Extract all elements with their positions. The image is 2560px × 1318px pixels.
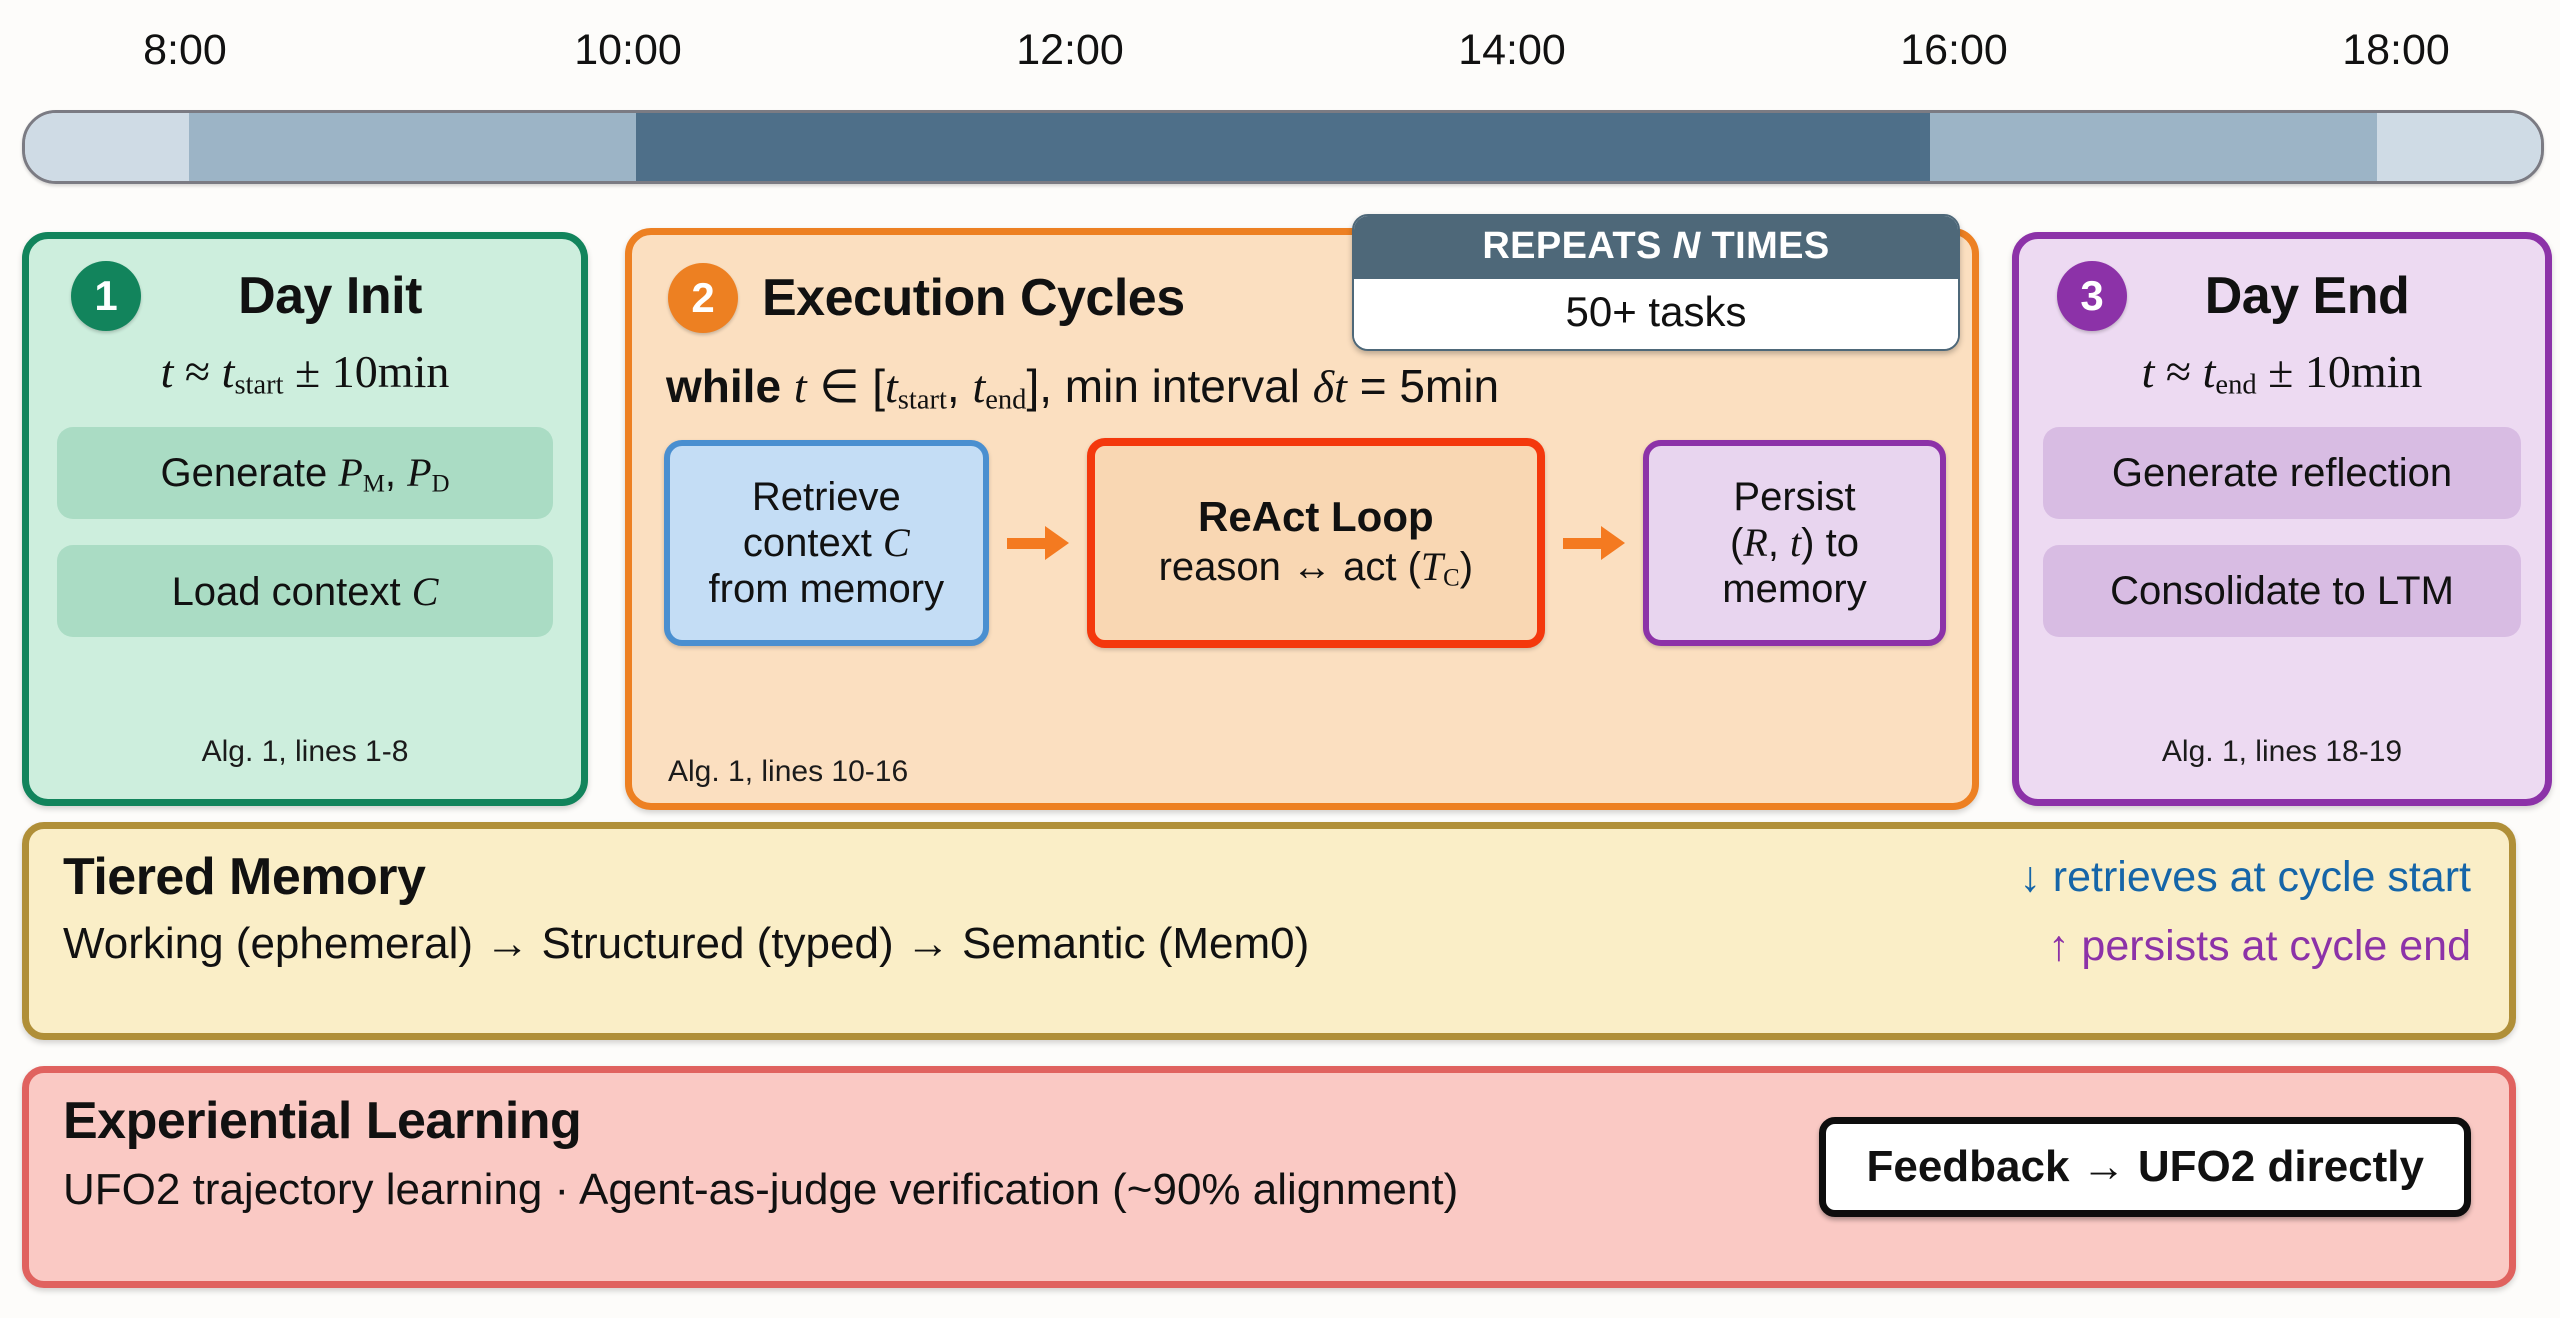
card-header: 3 Day End (2043, 261, 2521, 331)
repeats-badge-title: REPEATS N TIMES (1354, 216, 1958, 279)
flow-box-line: ReAct Loop (1197, 493, 1434, 541)
flow-box-persist-to-memory[interactable]: Persist (R, t) to memory (1643, 440, 1947, 647)
timeline-axis: 8:00 10:00 12:00 14:00 16:00 18:00 (0, 26, 2560, 86)
timeline-segment-ramp-down (1929, 113, 2378, 181)
flow-box-line: Persist (1733, 474, 1856, 519)
repeats-badge-value: 50+ tasks (1354, 279, 1958, 349)
tiered-memory-tiers: Working (ephemeral) → Structured (typed)… (63, 919, 1310, 968)
flow-box-line: memory (1722, 567, 1867, 612)
timeline-tick: 8:00 (143, 26, 227, 74)
flow-box-line: context C (742, 520, 910, 566)
execution-while-condition: while t ∈ [tstart, tend], min interval δ… (666, 360, 1500, 416)
tiered-memory-band: Tiered Memory Working (ephemeral) → Stru… (22, 822, 2516, 1040)
execution-flow: Retrieve context C from memory ReAct Loo… (658, 438, 1947, 649)
timeline-tick: 18:00 (2342, 26, 2450, 74)
flow-box-line: (R, t) to (1730, 520, 1859, 566)
memory-note-retrieve: ↓ retrieves at cycle start (2019, 853, 2471, 901)
step-number-badge: 3 (2057, 261, 2127, 331)
timeline-tick: 10:00 (574, 26, 682, 74)
experiential-learning-detail: UFO2 trajectory learning · Agent-as-judg… (63, 1165, 1459, 1214)
card-header: 1 Day Init (57, 261, 553, 331)
experiential-learning-title: Experiential Learning (63, 1092, 582, 1150)
card-title: Execution Cycles (762, 269, 1185, 327)
card-title: Day End (2204, 267, 2410, 325)
day-end-step-generate-reflection: Generate reflection (2043, 427, 2521, 520)
day-init-step-load-context: Load context C (57, 545, 553, 638)
step-number-badge: 2 (668, 263, 738, 333)
day-init-footer: Alg. 1, lines 1-8 (201, 735, 409, 768)
flow-box-retrieve-context[interactable]: Retrieve context C from memory (664, 440, 989, 647)
flow-box-line: from memory (708, 567, 945, 612)
card-header: 2 Execution Cycles (658, 263, 1946, 333)
flow-box-line: reason ↔ act (TC) (1158, 544, 1474, 592)
day-end-footer: Alg. 1, lines 18-19 (2161, 735, 2403, 768)
step-number-badge: 1 (71, 261, 141, 331)
flow-box-react-loop[interactable]: ReAct Loop reason ↔ act (TC) (1086, 438, 1546, 649)
flow-box-line: Retrieve (751, 474, 901, 519)
arrow-right-icon (1563, 526, 1626, 561)
timeline-segment-active-day (636, 113, 1930, 181)
execution-footer: Alg. 1, lines 10-16 (668, 755, 909, 788)
feedback-chip[interactable]: Feedback → UFO2 directly (1819, 1117, 2471, 1217)
tiered-memory-title: Tiered Memory (63, 848, 426, 906)
day-end-step-consolidate-ltm: Consolidate to LTM (2043, 545, 2521, 638)
card-title: Day Init (238, 267, 422, 325)
repeats-badge: REPEATS N TIMES 50+ tasks (1352, 214, 1960, 351)
timeline-segment-post-end (2377, 113, 2541, 181)
memory-note-persist: ↑ persists at cycle end (2047, 922, 2471, 970)
timeline-tick: 12:00 (1016, 26, 1124, 74)
timeline-segment-pre-start (25, 113, 189, 181)
timeline-tick: 14:00 (1458, 26, 1566, 74)
day-init-step-generate-profiles: Generate PM, PD (57, 427, 553, 520)
timeline-tick: 16:00 (1900, 26, 2008, 74)
experiential-learning-band: Experiential Learning UFO2 trajectory le… (22, 1066, 2516, 1288)
phase-card-day-init[interactable]: 1 Day Init t ≈ tstart ± 10min Generate P… (22, 232, 588, 806)
day-end-time-formula: t ≈ tend ± 10min (2141, 346, 2423, 401)
phase-card-day-end[interactable]: 3 Day End t ≈ tend ± 10min Generate refl… (2012, 232, 2552, 806)
timeline-bar (22, 110, 2544, 184)
timeline-segment-ramp-up (188, 113, 637, 181)
arrow-right-icon (1006, 526, 1069, 561)
day-init-time-formula: t ≈ tstart ± 10min (160, 346, 450, 401)
